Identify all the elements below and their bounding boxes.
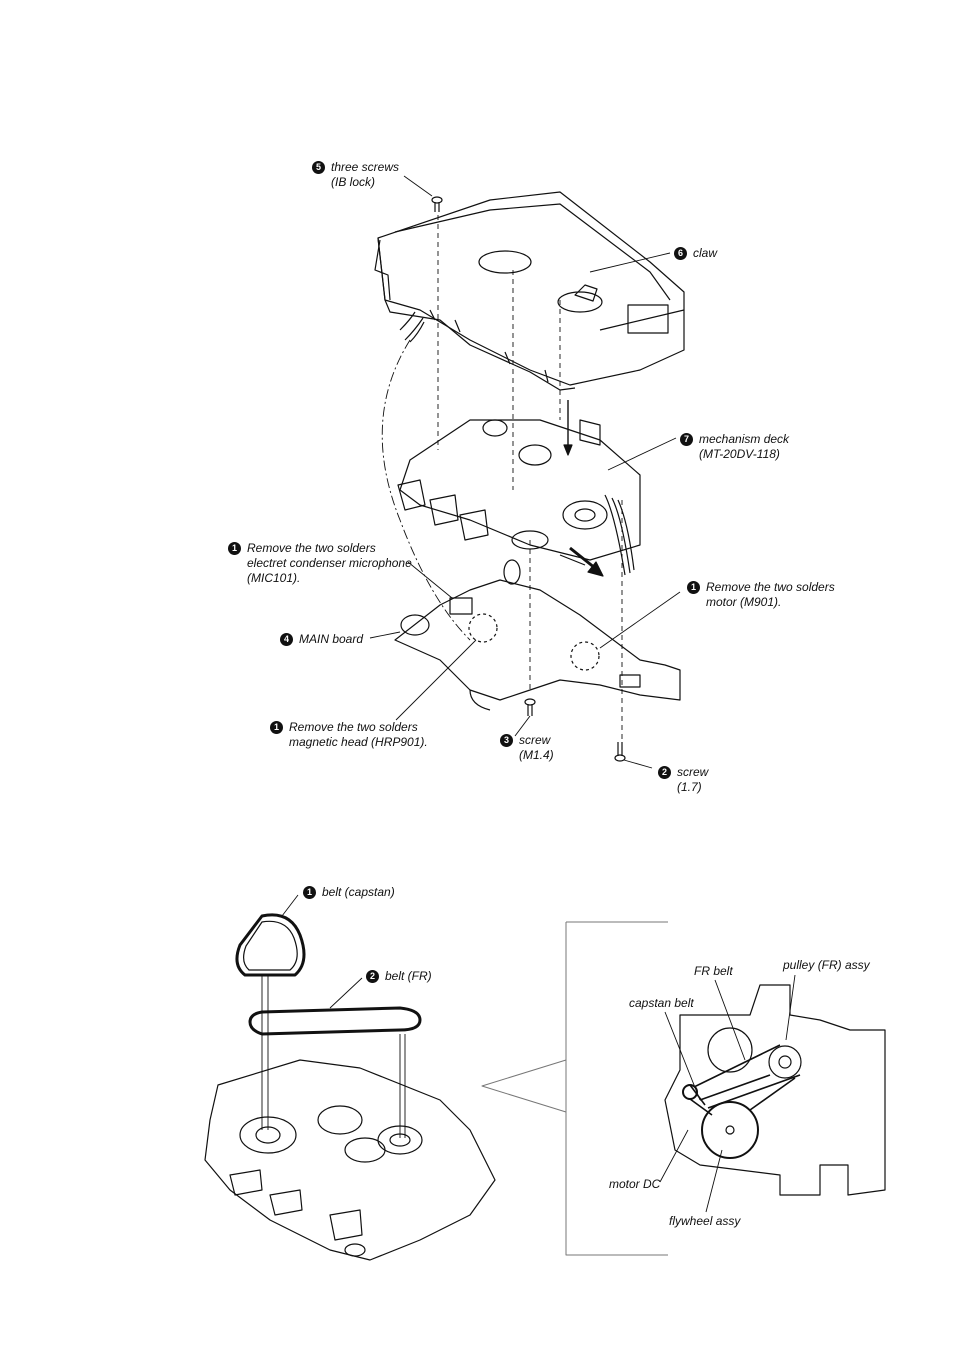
callout-number: 1 (228, 542, 241, 555)
callout-number: 2 (366, 970, 379, 983)
callout-text: MAIN board (299, 632, 364, 646)
callout-text: Remove the two solders (247, 541, 376, 555)
callout-mechanism-deck: 7 mechanism deck (MT-20DV-118) (680, 432, 789, 462)
callout-number: 7 (680, 433, 693, 446)
callout-text: screw (677, 765, 709, 779)
callout-text: claw (693, 246, 718, 260)
callout-text: three screws (331, 160, 400, 174)
capstan-belt (235, 913, 306, 977)
callout-number: 4 (280, 633, 293, 646)
callout-remove-solders-head: 1 Remove the two solders magnetic head (H… (270, 720, 428, 750)
callout-text: mechanism deck (699, 432, 790, 446)
callout-number: 6 (674, 247, 687, 260)
screw-ib-lock (431, 196, 443, 212)
callout-remove-solders-mic: 1 Remove the two solders electret condens… (228, 541, 412, 586)
detail-label-capstan-belt: capstan belt (629, 996, 694, 1010)
callout-claw: 6 claw (674, 246, 717, 261)
callout-number: 1 (687, 581, 700, 594)
callout-text: Remove the two solders (289, 720, 418, 734)
cassette-deck (204, 1059, 496, 1261)
callout-text: (M1.4) (519, 748, 554, 762)
detail-label-motor-dc: motor DC (609, 1177, 661, 1191)
belt-detail-view (659, 974, 886, 1213)
callout-text: belt (capstan) (322, 885, 395, 899)
callout-text: screw (519, 733, 551, 747)
callout-text: Remove the two solders (706, 580, 835, 594)
callout-number: 1 (270, 721, 283, 734)
callout-screw-17: 2 screw (1.7) (658, 765, 708, 795)
callout-text: (IB lock) (331, 175, 376, 189)
detail-label-flywheel-assy: flywheel assy (669, 1214, 741, 1228)
callout-number: 2 (658, 766, 671, 779)
callout-text: electret condenser microphone (247, 556, 412, 570)
main-board (394, 559, 681, 711)
callout-belt-capstan: 1 belt (capstan) (303, 885, 395, 900)
screw-17 (614, 742, 626, 762)
callout-text: belt (FR) (385, 969, 432, 983)
callout-text: magnetic head (HRP901). (289, 735, 428, 749)
callout-text: motor (M901). (706, 595, 782, 609)
callout-remove-solders-motor: 1 Remove the two solders motor (M901). (687, 580, 835, 610)
screw-m14 (524, 698, 536, 716)
callout-main-board: 4 MAIN board (280, 632, 363, 647)
callout-text: (1.7) (677, 780, 702, 794)
callout-number: 3 (500, 734, 513, 747)
fr-belt (248, 1006, 422, 1036)
callout-text: (MIC101). (247, 571, 301, 585)
callout-number: 5 (312, 161, 325, 174)
callout-three-screws: 5 three screws (IB lock) (312, 160, 399, 190)
detail-label-pulley-fr-assy: pulley (FR) assy (783, 958, 870, 972)
top-exploded-diagram (369, 175, 685, 769)
callout-belt-fr: 2 belt (FR) (366, 969, 432, 984)
callout-screw-m14: 3 screw (M1.4) (500, 733, 554, 763)
detail-label-fr-belt: FR belt (694, 964, 733, 978)
callout-number: 1 (303, 886, 316, 899)
callout-text: (MT-20DV-118) (699, 447, 780, 461)
